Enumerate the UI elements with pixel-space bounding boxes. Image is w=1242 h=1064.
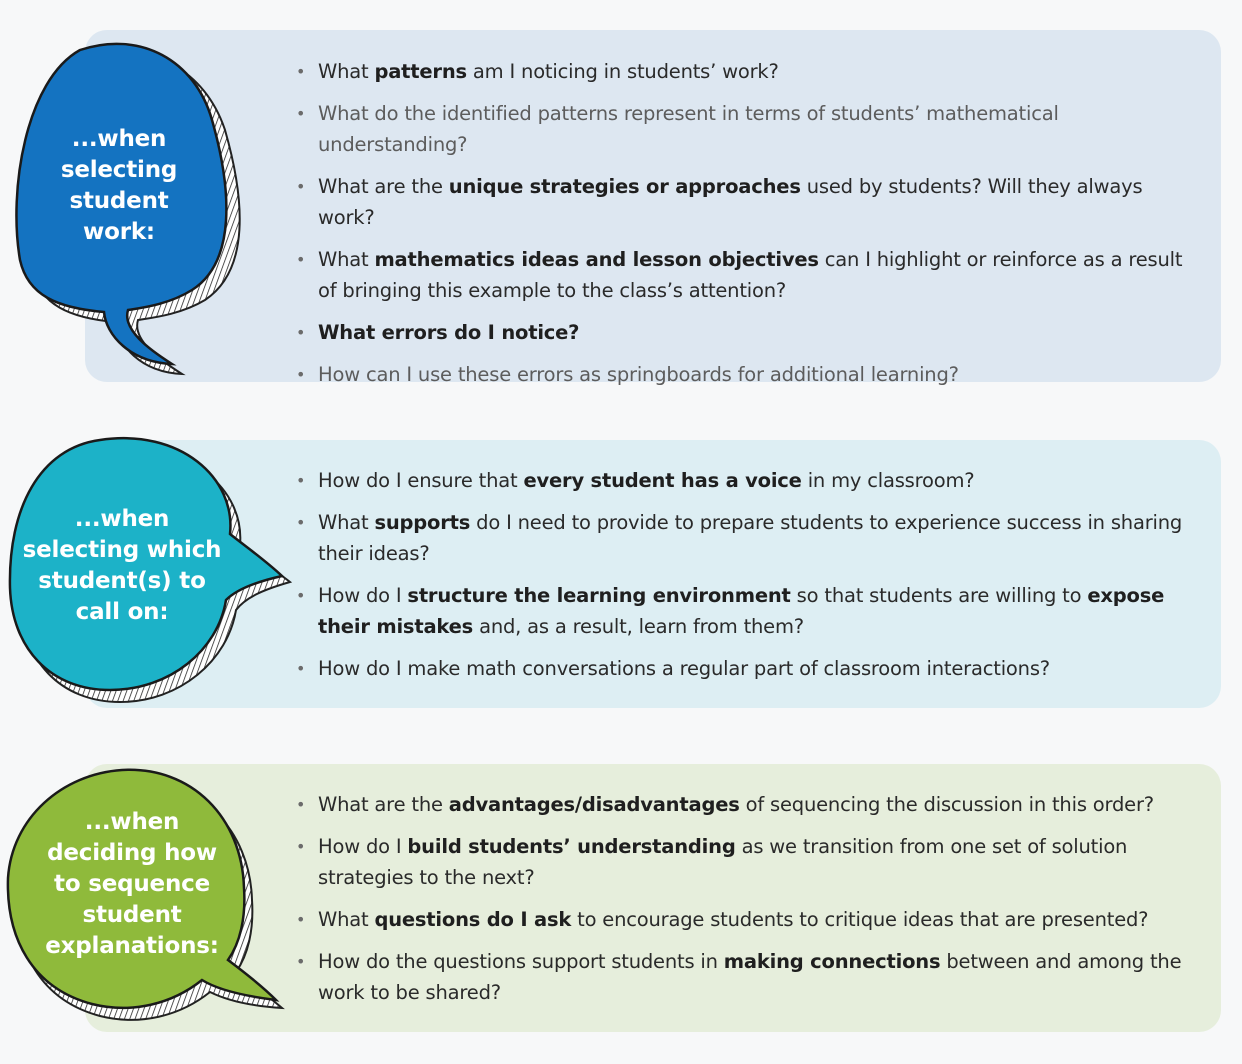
- bubble-label-3: ...when deciding how to sequence student…: [45, 809, 219, 959]
- bold-phrase: mathematics ideas and lesson objectives: [374, 248, 819, 271]
- text-run: How do I ensure that: [318, 469, 524, 492]
- bubble-label-2: ...when selecting which student(s) to ca…: [22, 506, 222, 625]
- bold-phrase: build students’ understanding: [407, 835, 736, 858]
- question-item: How do I build students’ understanding a…: [296, 831, 1196, 893]
- text-run: What: [318, 511, 375, 534]
- text-run: What: [318, 908, 375, 931]
- text-run: of sequencing the discussion in this ord…: [739, 793, 1154, 816]
- bold-phrase: making connections: [723, 950, 941, 973]
- text-run: What are the: [318, 175, 449, 198]
- text-run: How do the questions support students in: [318, 950, 724, 973]
- bold-phrase: unique strategies or approaches: [448, 175, 801, 198]
- bold-phrase: expose their mistakes: [318, 584, 1165, 638]
- question-item: What are the advantages/disadvantages of…: [296, 789, 1196, 820]
- bold-phrase: advantages/disadvantages: [448, 793, 740, 816]
- bold-phrase: questions do I ask: [374, 908, 572, 931]
- question-item: What do the identified patterns represen…: [296, 98, 1196, 160]
- question-item: What errors do I notice?: [296, 317, 1196, 348]
- text-run: used by students? Will they always work?: [318, 175, 1143, 229]
- question-list-3: What are the advantages/disadvantages of…: [296, 789, 1196, 1019]
- text-run: in my classroom?: [801, 469, 975, 492]
- text-run: How do I: [318, 584, 408, 607]
- text-run: How do I: [318, 835, 408, 858]
- bold-phrase: What errors do I notice?: [318, 321, 580, 344]
- text-run: to encourage students to critique ideas …: [571, 908, 1149, 931]
- text-run: between and among the work to be shared?: [318, 950, 1182, 1004]
- bold-phrase: patterns: [374, 60, 467, 83]
- bold-phrase: supports: [374, 511, 471, 534]
- question-item: What supports do I need to provide to pr…: [296, 507, 1196, 569]
- text-run: How can I use these errors as springboar…: [318, 363, 959, 386]
- text-run: What do the identified patterns represen…: [318, 102, 1059, 156]
- question-list-1: What patterns am I noticing in students’…: [296, 56, 1196, 401]
- question-item: How do the questions support students in…: [296, 946, 1196, 1008]
- question-item: How can I use these errors as springboar…: [296, 359, 1196, 390]
- bold-phrase: every student has a voice: [523, 469, 802, 492]
- text-run: do I need to provide to prepare students…: [318, 511, 1183, 565]
- text-run: What: [318, 248, 375, 271]
- question-item: What patterns am I noticing in students’…: [296, 56, 1196, 87]
- question-item: What mathematics ideas and lesson object…: [296, 244, 1196, 306]
- text-run: What: [318, 60, 375, 83]
- question-item: How do I ensure that every student has a…: [296, 465, 1196, 496]
- question-item: What questions do I ask to encourage stu…: [296, 904, 1196, 935]
- text-run: How do I make math conversations a regul…: [318, 657, 1050, 680]
- text-run: can I highlight or reinforce as a result…: [318, 248, 1183, 302]
- text-run: and, as a result, learn from them?: [473, 615, 804, 638]
- question-item: How do I make math conversations a regul…: [296, 653, 1196, 684]
- text-run: am I noticing in students’ work?: [466, 60, 779, 83]
- text-run: What are the: [318, 793, 449, 816]
- text-run: as we transition from one set of solutio…: [318, 835, 1128, 889]
- question-list-2: How do I ensure that every student has a…: [296, 465, 1196, 695]
- bold-phrase: structure the learning environment: [407, 584, 791, 607]
- bubble-label-1: ...when selecting student work:: [60, 126, 178, 245]
- question-item: What are the unique strategies or approa…: [296, 171, 1196, 233]
- question-item: How do I structure the learning environm…: [296, 580, 1196, 642]
- text-run: so that students are willing to: [790, 584, 1088, 607]
